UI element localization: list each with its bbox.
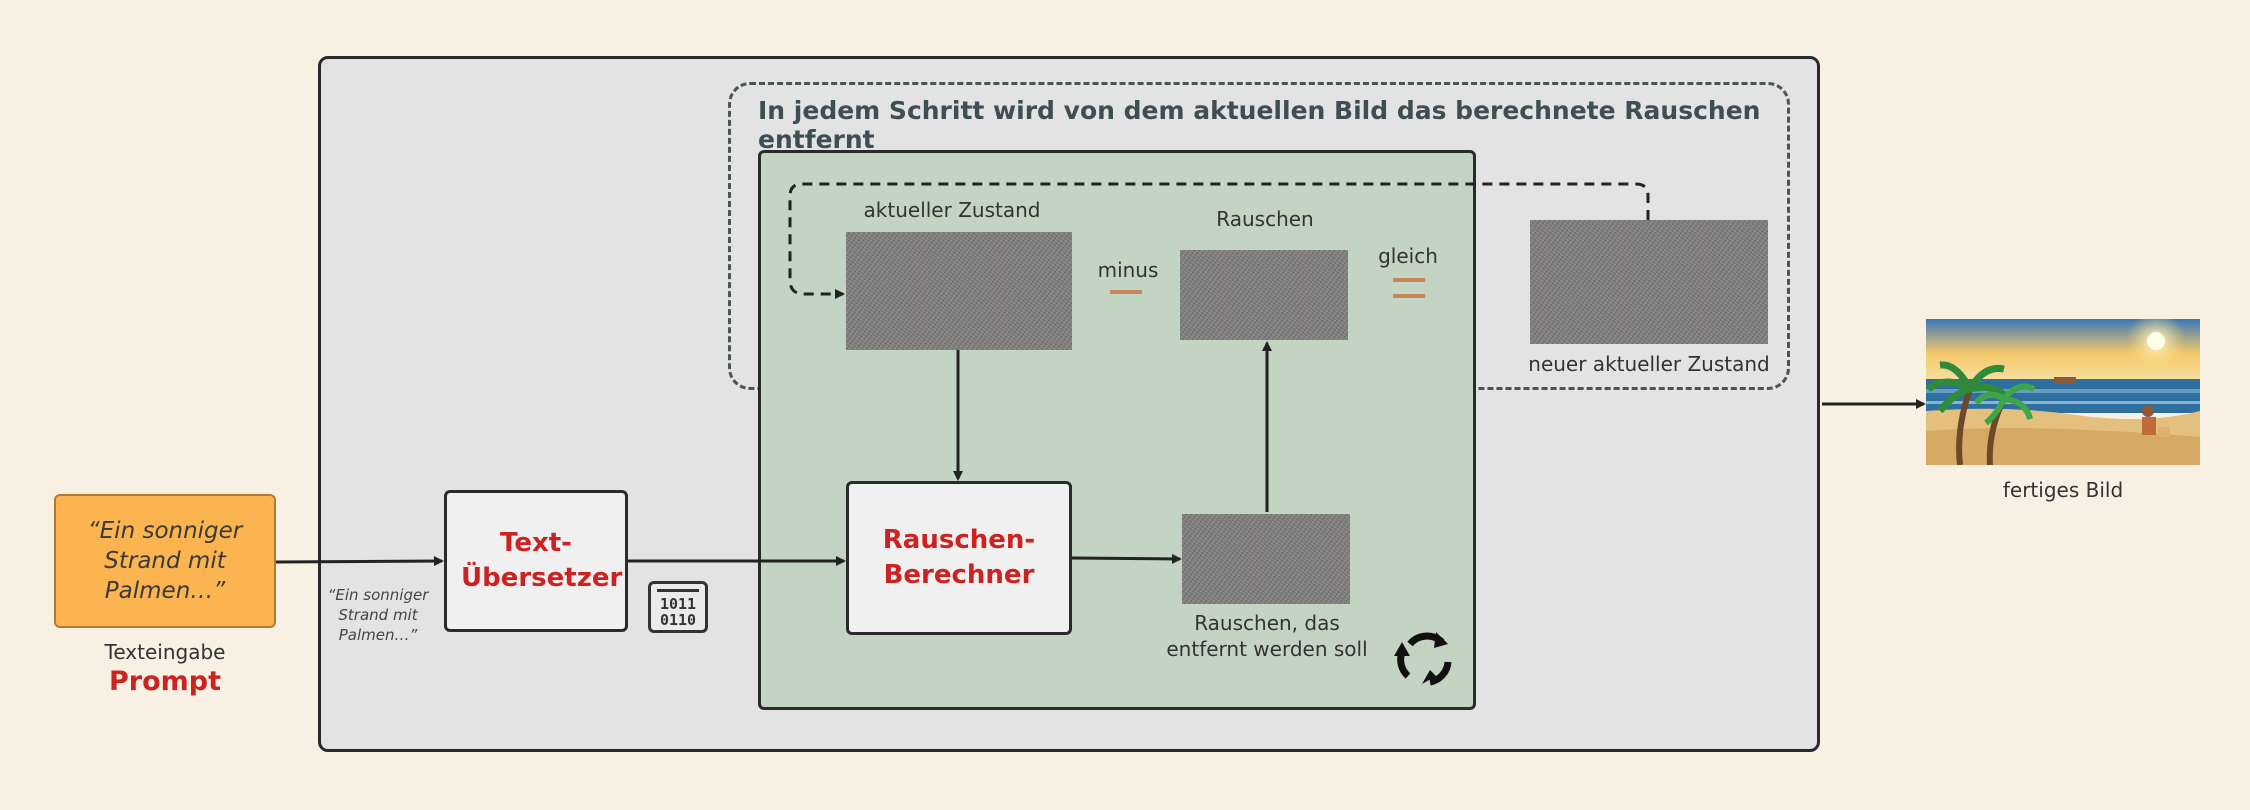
cycle-arrows-icon [1394,632,1452,686]
final-image [1926,319,2200,465]
binary-line-2: 0110 [659,611,697,629]
loop-back-arrow [788,182,1650,299]
equals-label: gleich [1378,244,1438,268]
equals-symbol-top [1393,278,1425,282]
text-translator-box: Text-Übersetzer [444,490,628,632]
noise-to-remove-image [1182,514,1350,604]
new-state-image [1530,220,1768,344]
step-title: In jedem Schritt wird von dem aktuellen … [758,96,1761,154]
prompt-label: Texteingabe [104,640,226,664]
arrow-calculator-to-noise [1071,553,1182,564]
new-state-label: neuer aktueller Zustand [1528,352,1770,376]
current-state-image [846,232,1072,350]
current-state-label: aktueller Zustand [863,198,1041,222]
final-image-label: fertiges Bild [2002,478,2124,502]
noise-to-remove-label: Rauschen, das entfernt werden soll [1166,611,1368,661]
noise-image [1180,250,1348,340]
binary-code-icon: 1011 0110 [648,581,708,633]
encoded-prompt-text: “Ein sonniger Strand mit Palmen…” [327,586,429,644]
noise-label: Rauschen [1216,207,1314,231]
equals-symbol-bottom [1393,294,1425,298]
minus-label: minus [1097,258,1159,282]
prompt-word: Prompt [108,666,222,697]
text-translator-label: Text-Übersetzer [461,528,623,593]
binary-line-1: 1011 [659,595,697,613]
minus-symbol [1110,290,1142,294]
prompt-input-box: “Ein sonniger Strand mit Palmen…” [54,494,276,628]
noise-calculator-box: Rauschen-Berechner [846,481,1072,635]
noise-calculator-label: Rauschen-Berechner [882,525,1036,590]
arrow-prompt-to-translator [275,556,444,567]
